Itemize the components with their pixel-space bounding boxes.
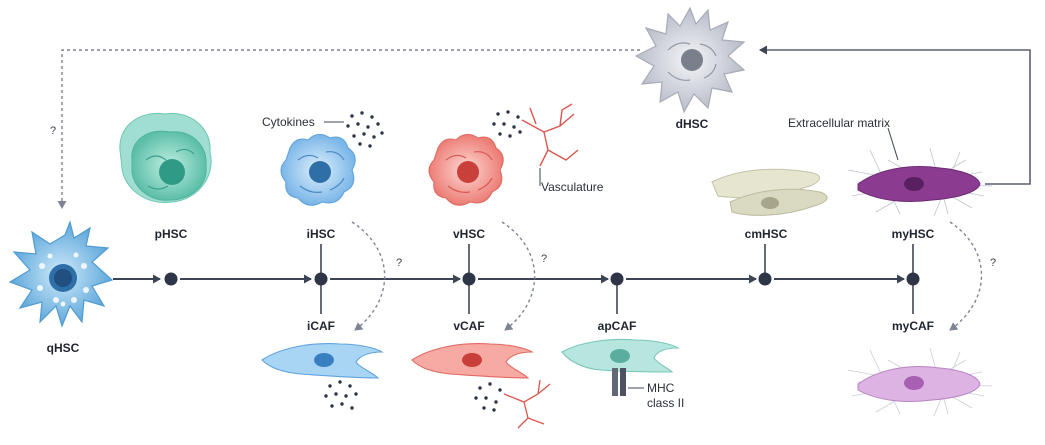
question-mark-mycaf: ? [990, 257, 996, 269]
dashed-arrow-ihsc-to-icaf [351, 221, 386, 331]
cmhsc-cell-icon [711, 168, 828, 216]
feedback-loop: ? [50, 45, 1031, 209]
main-pathway [113, 244, 920, 314]
apcaf-cell-icon [561, 339, 680, 396]
question-mark-vcaf: ? [541, 253, 547, 265]
question-mark-feedback: ? [50, 125, 56, 137]
mhc-label-line1: MHC [647, 381, 675, 395]
phsc-cell-icon [119, 112, 212, 204]
label-myhsc: myHSC [892, 227, 935, 241]
cytokines-icon [346, 111, 384, 148]
cell-labels: qHSC pHSC iHSC vHSC dHSC cmHSC myHSC iCA… [47, 117, 935, 355]
label-dhsc: dHSC [676, 117, 709, 131]
dashed-arrow-vhsc-to-vcaf [501, 221, 536, 331]
label-ihsc: iHSC [307, 227, 336, 241]
node-ihsc [314, 272, 328, 286]
ihsc-cell-icon [280, 133, 356, 206]
label-icaf: iCAF [307, 319, 335, 333]
dashed-arrow-dhsc-to-qhsc [57, 49, 640, 209]
dashed-arrow-myhsc-to-mycaf [949, 221, 983, 331]
label-qhsc: qHSC [47, 341, 80, 355]
qhsc-cell-icon [8, 220, 114, 328]
label-vcaf: vCAF [453, 319, 484, 333]
label-mycaf: myCAF [892, 319, 934, 333]
label-apcaf: apCAF [598, 319, 637, 333]
extracellular-matrix-label: Extracellular matrix [788, 116, 890, 130]
myhsc-cell-icon [847, 127, 993, 217]
mhc-label-line2: class II [647, 396, 684, 410]
node-vhsc [462, 272, 476, 286]
label-phsc: pHSC [155, 227, 188, 241]
label-vhsc: vHSC [453, 227, 485, 241]
mycaf-cell-icon [847, 347, 993, 417]
node-phsc [164, 272, 178, 286]
node-apcaf [610, 272, 624, 286]
vasculature-icon [492, 103, 579, 186]
vcaf-cell-icon [411, 343, 534, 379]
label-cmhsc: cmHSC [745, 227, 788, 241]
node-cmhsc [758, 272, 772, 286]
icaf-cytokines-icon [324, 380, 358, 410]
dashed-transitions: ? ? ? [351, 221, 996, 331]
arrow-myhsc-to-dhsc [759, 45, 1031, 185]
icaf-cell-icon [261, 343, 384, 379]
node-myhsc [906, 272, 920, 286]
vasculature-label: Vasculature [541, 180, 604, 194]
dhsc-cell-icon [634, 6, 746, 114]
cytokines-label: Cytokines [262, 115, 315, 129]
vhsc-cell-icon [428, 133, 504, 206]
question-mark-icaf: ? [396, 257, 402, 269]
vcaf-vasculature-icon [474, 379, 551, 429]
